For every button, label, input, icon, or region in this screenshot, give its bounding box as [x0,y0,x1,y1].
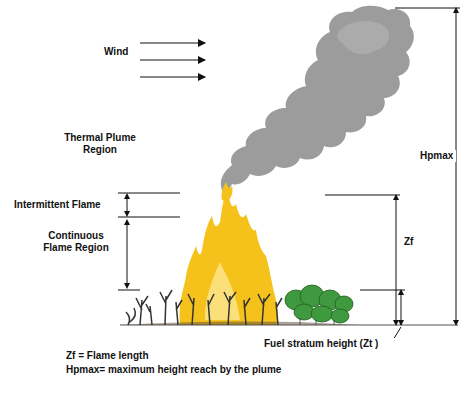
green-bushes [285,285,353,325]
legend-note: Hpmax= maximum height reach by the plume [64,364,328,376]
dimension-lines [325,8,460,340]
dimension-label: Zf [402,236,428,248]
region-markers [118,193,180,290]
flame [180,192,278,325]
legend-note: Zf = Flame length [64,350,268,362]
region-label: Intermittent Flame [14,199,118,211]
wind-arrows [140,43,205,77]
dimension-label: Hpmax [418,150,456,162]
wind-label: Wind [104,46,144,58]
dimension-label: Fuel stratum height (Zt ) [262,338,400,350]
shrubs [126,290,282,325]
smoke-plume [221,6,414,192]
region-label: Continuous Flame Region [36,230,116,253]
region-label: Thermal Plume Region [60,132,140,155]
